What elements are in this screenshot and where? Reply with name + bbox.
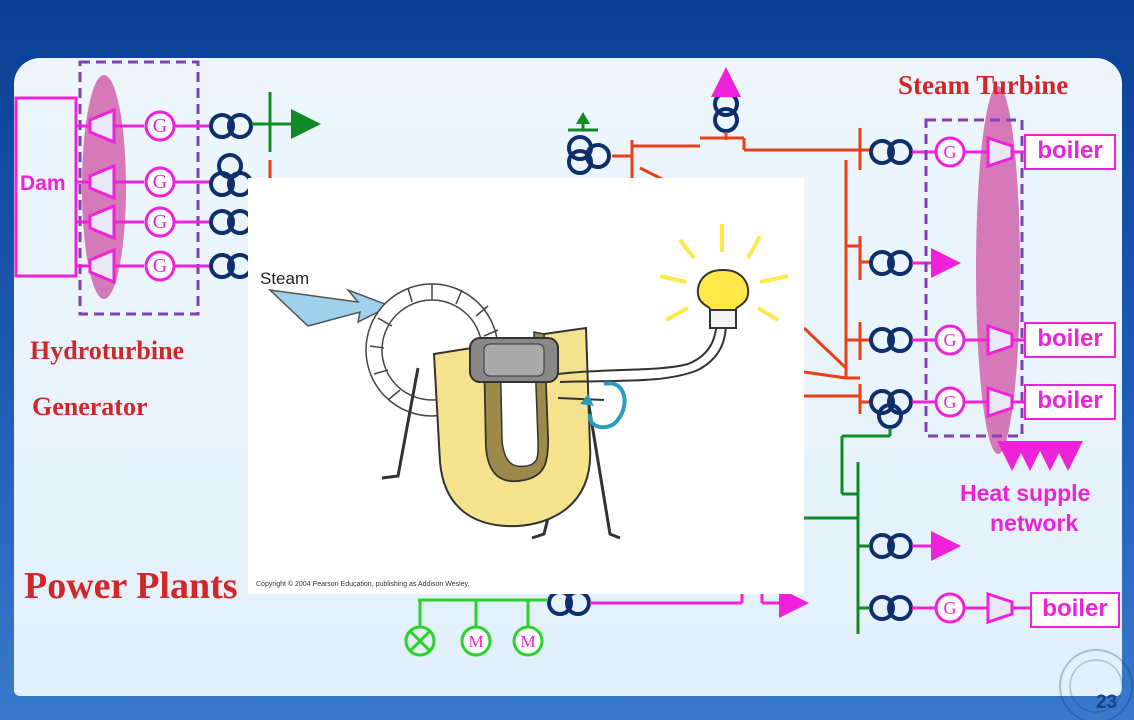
hydro-unit-1 bbox=[76, 107, 210, 145]
heat-network-label-line1: Heat supple bbox=[960, 480, 1091, 506]
hydro-unit-2 bbox=[76, 163, 210, 201]
generator-symbol: G bbox=[944, 330, 957, 350]
steam-arrow bbox=[267, 288, 392, 327]
generator-illustration: Steam bbox=[248, 178, 804, 594]
motor-load bbox=[460, 625, 544, 657]
steam-turbine-label: Steam Turbine bbox=[898, 70, 1069, 100]
boiler-box: boiler bbox=[1030, 592, 1120, 628]
dam-label: Dam bbox=[20, 172, 66, 195]
wires bbox=[557, 309, 728, 401]
generator-symbol: G bbox=[153, 255, 167, 277]
steam-highlight-ellipse bbox=[976, 86, 1020, 454]
steam-units bbox=[934, 135, 1030, 625]
generator-symbol: G bbox=[944, 392, 957, 412]
heat-supply-arrows bbox=[997, 441, 1083, 471]
motor-symbol: M bbox=[520, 632, 535, 651]
copyright-text: Copyright © 2004 Pearson Education, publ… bbox=[256, 580, 470, 588]
middle-transformers bbox=[567, 135, 611, 175]
load-bus bbox=[418, 598, 548, 628]
slide-title: Power Plants bbox=[24, 565, 238, 607]
right-pink-lines bbox=[590, 150, 961, 618]
lamp-load-icon bbox=[404, 625, 436, 657]
hydro-dashed-box bbox=[78, 60, 200, 316]
hydroturbine-label: Hydroturbine bbox=[30, 336, 185, 365]
boiler-box: boiler bbox=[1024, 322, 1116, 358]
motor-symbol: M bbox=[468, 632, 483, 651]
armature bbox=[469, 337, 559, 383]
dam-block bbox=[14, 96, 78, 278]
red-bus-network bbox=[630, 128, 870, 414]
boiler-box: boiler bbox=[1024, 384, 1116, 420]
generator-label: Generator bbox=[32, 392, 148, 421]
hydro-transformers bbox=[209, 113, 253, 279]
heat-network-label-line2: network bbox=[990, 510, 1079, 536]
hydro-units bbox=[76, 107, 210, 285]
slide-number: 23 bbox=[1096, 692, 1118, 713]
steam-text: Steam bbox=[260, 269, 309, 288]
generator-symbol: G bbox=[153, 171, 167, 193]
right-transformers bbox=[547, 139, 913, 621]
steam-dashed-box bbox=[924, 118, 1024, 438]
generator-symbol: G bbox=[153, 211, 167, 233]
hydro-unit-4 bbox=[76, 247, 210, 285]
logo-seal bbox=[1059, 649, 1133, 720]
hydro-unit-3 bbox=[76, 203, 210, 241]
boiler-box: boiler bbox=[1024, 134, 1116, 170]
top-transformer bbox=[713, 91, 739, 133]
generator-symbol: G bbox=[153, 115, 167, 137]
green-lower-bus bbox=[804, 428, 892, 634]
generator-symbol: G bbox=[944, 598, 957, 618]
hydro-bus bbox=[252, 92, 321, 152]
up-arrow-icon bbox=[576, 112, 590, 124]
lightbulb-icon bbox=[659, 224, 789, 329]
rotation-arrow-icon bbox=[587, 381, 627, 430]
generator-symbol: G bbox=[944, 142, 957, 162]
